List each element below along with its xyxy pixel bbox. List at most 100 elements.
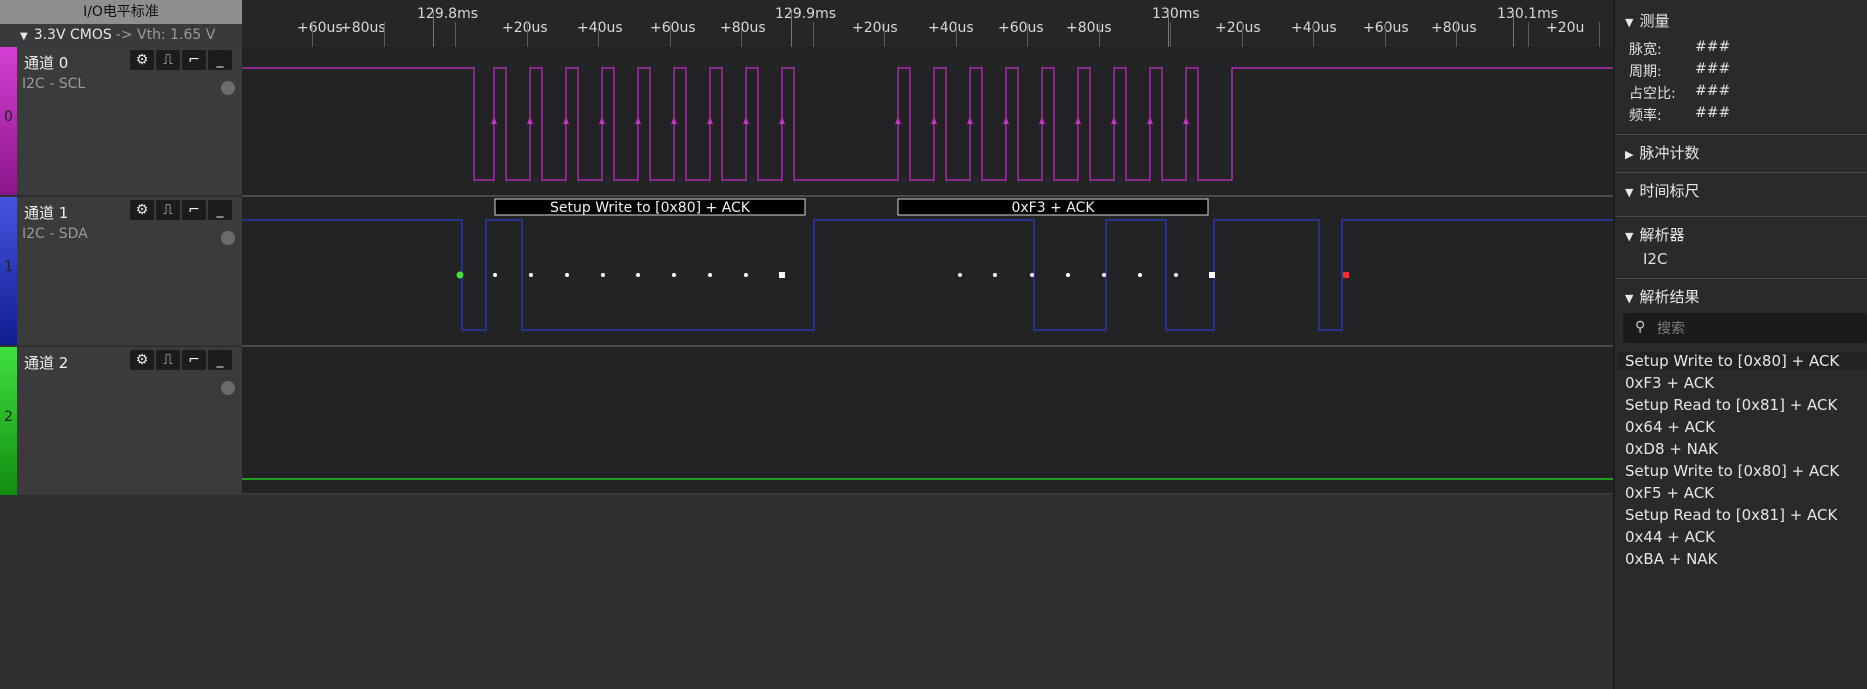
triangle-down-icon: ▼ <box>1625 230 1634 243</box>
triangle-down-icon: ▼ <box>1625 292 1634 305</box>
ruler-label: +80us <box>720 20 766 36</box>
gear-icon[interactable]: ⚙ <box>130 200 154 220</box>
decoder-item-i2c[interactable]: I2C <box>1643 250 1668 268</box>
rising-edge-marker <box>635 117 641 124</box>
bit-marker <box>493 273 497 277</box>
channel-index: 0 <box>4 109 13 125</box>
result-item[interactable]: Setup Read to [0x81] + ACK <box>1625 396 1838 414</box>
falling-edge-trigger-icon[interactable]: ⌐ <box>182 350 206 370</box>
rising-edge-trigger-icon[interactable]: ⎍ <box>156 50 180 70</box>
bit-marker <box>708 273 712 277</box>
channel-protocol: I2C - SCL <box>22 76 86 92</box>
ruler-label: +20us <box>852 20 898 36</box>
ack-marker <box>1209 272 1215 278</box>
rising-edge-marker <box>1003 117 1009 124</box>
waveform-area[interactable]: Setup Write to [0x80] + ACK 0xF3 + ACK <box>242 47 1613 495</box>
ruler-label: 129.8ms <box>417 6 479 22</box>
ruler-label: +60us <box>998 20 1044 36</box>
bit-marker <box>1174 273 1178 277</box>
measure-section-header[interactable]: ▼测量 <box>1625 12 1670 30</box>
empty-area <box>0 495 1613 689</box>
triangle-down-icon: ▼ <box>1625 186 1634 199</box>
bit-marker <box>672 273 676 277</box>
ruler-label: +40us <box>928 20 974 36</box>
measure-duty: 占空比:### <box>1629 83 1731 102</box>
voltage-label: 3.3V CMOS <box>33 27 112 43</box>
result-item[interactable]: 0x44 + ACK <box>1625 528 1715 546</box>
triangle-right-icon: ▶ <box>1625 148 1634 161</box>
triangle-down-icon: ▼ <box>20 31 28 42</box>
result-item[interactable]: 0xF3 + ACK <box>1625 374 1715 392</box>
vth-label: -> Vth: 1.65 V <box>115 27 216 43</box>
ruler-label: 130.1ms <box>1497 6 1559 22</box>
result-item[interactable]: Setup Read to [0x81] + ACK <box>1625 506 1838 524</box>
pulse-count-header[interactable]: ▶脉冲计数 <box>1625 144 1700 162</box>
channel-name: 通道 0 <box>24 54 69 72</box>
channel-protocol: I2C - SDA <box>22 226 88 242</box>
rising-edge-marker <box>491 117 497 124</box>
rising-edge-marker <box>1183 117 1189 124</box>
gear-icon[interactable]: ⚙ <box>130 50 154 70</box>
falling-edge-trigger-icon[interactable]: ⌐ <box>182 50 206 70</box>
stop-marker <box>1343 272 1349 278</box>
result-item[interactable]: 0xD8 + NAK <box>1625 440 1718 458</box>
bit-marker <box>601 273 605 277</box>
channel-row-2[interactable]: 2 通道 2 ⚙ ⎍ ⌐ _ <box>0 347 242 495</box>
decoder-header[interactable]: ▼解析器 <box>1625 226 1685 244</box>
ruler-label: +20us <box>1215 20 1261 36</box>
bit-marker <box>744 273 748 277</box>
rising-edge-marker <box>599 117 605 124</box>
bit-marker <box>993 273 997 277</box>
decode-label-text: Setup Write to [0x80] + ACK <box>550 200 751 216</box>
rising-edge-marker <box>779 117 785 124</box>
rising-edge-trigger-icon[interactable]: ⎍ <box>156 200 180 220</box>
result-item[interactable]: Setup Write to [0x80] + ACK <box>1625 462 1840 480</box>
search-icon: ⚲ <box>1635 319 1646 335</box>
bit-marker <box>958 273 962 277</box>
bit-marker <box>1066 273 1070 277</box>
low-level-trigger-icon[interactable]: _ <box>208 50 232 70</box>
channel-name: 通道 1 <box>24 204 69 222</box>
measure-period: 周期:### <box>1629 61 1731 80</box>
bit-marker <box>1138 273 1142 277</box>
search-input[interactable]: ⚲ 搜索 <box>1623 313 1867 343</box>
channel-color-strip <box>0 47 17 195</box>
ruler-label: +60us <box>650 20 696 36</box>
time-ruler-header[interactable]: ▼时间标尺 <box>1625 182 1700 200</box>
result-item[interactable]: 0xBA + NAK <box>1625 550 1718 568</box>
gear-icon[interactable]: ⚙ <box>130 350 154 370</box>
channel-row-0[interactable]: 0 通道 0 I2C - SCL ⚙ ⎍ ⌐ _ <box>0 47 242 195</box>
result-item[interactable]: 0xF5 + ACK <box>1625 484 1715 502</box>
ruler-label: 129.9ms <box>775 6 837 22</box>
channel-status-dot <box>221 231 235 245</box>
voltage-selector[interactable]: ▼ 3.3V CMOS-> Vth: 1.65 V <box>0 24 242 47</box>
ruler-label: +20us <box>502 20 548 36</box>
low-level-trigger-icon[interactable]: _ <box>208 200 232 220</box>
channel-status-dot <box>221 81 235 95</box>
decode-label-box[interactable]: Setup Write to [0x80] + ACK <box>494 198 806 216</box>
search-placeholder: 搜索 <box>1657 321 1685 337</box>
channel-row-1[interactable]: 1 通道 1 I2C - SDA ⚙ ⎍ ⌐ _ <box>0 197 242 345</box>
result-item[interactable]: Setup Write to [0x80] + ACK <box>1617 352 1867 370</box>
rising-edge-marker <box>1075 117 1081 124</box>
ack-marker <box>779 272 785 278</box>
ruler-label: 130ms <box>1152 6 1200 22</box>
rising-edge-marker <box>1039 117 1045 124</box>
rising-edge-marker <box>967 117 973 124</box>
channel-0-trace <box>242 67 1613 181</box>
bit-marker <box>529 273 533 277</box>
channel-status-dot <box>221 381 235 395</box>
ruler-label: +40us <box>577 20 623 36</box>
time-ruler[interactable]: +60us +80us 129.8ms +20us +40us +60us +80us 129… <box>242 0 1613 47</box>
result-item[interactable]: 0x64 + ACK <box>1625 418 1715 436</box>
low-level-trigger-icon[interactable]: _ <box>208 350 232 370</box>
results-header[interactable]: ▼解析结果 <box>1625 288 1700 306</box>
rising-edge-trigger-icon[interactable]: ⎍ <box>156 350 180 370</box>
ruler-label: +80us <box>1431 20 1477 36</box>
ruler-label: +60us <box>297 20 343 36</box>
rising-edge-marker <box>931 117 937 124</box>
falling-edge-trigger-icon[interactable]: ⌐ <box>182 200 206 220</box>
rising-edge-marker <box>1147 117 1153 124</box>
decode-label-box[interactable]: 0xF3 + ACK <box>897 198 1209 216</box>
measure-width: 脉宽:### <box>1629 39 1731 58</box>
